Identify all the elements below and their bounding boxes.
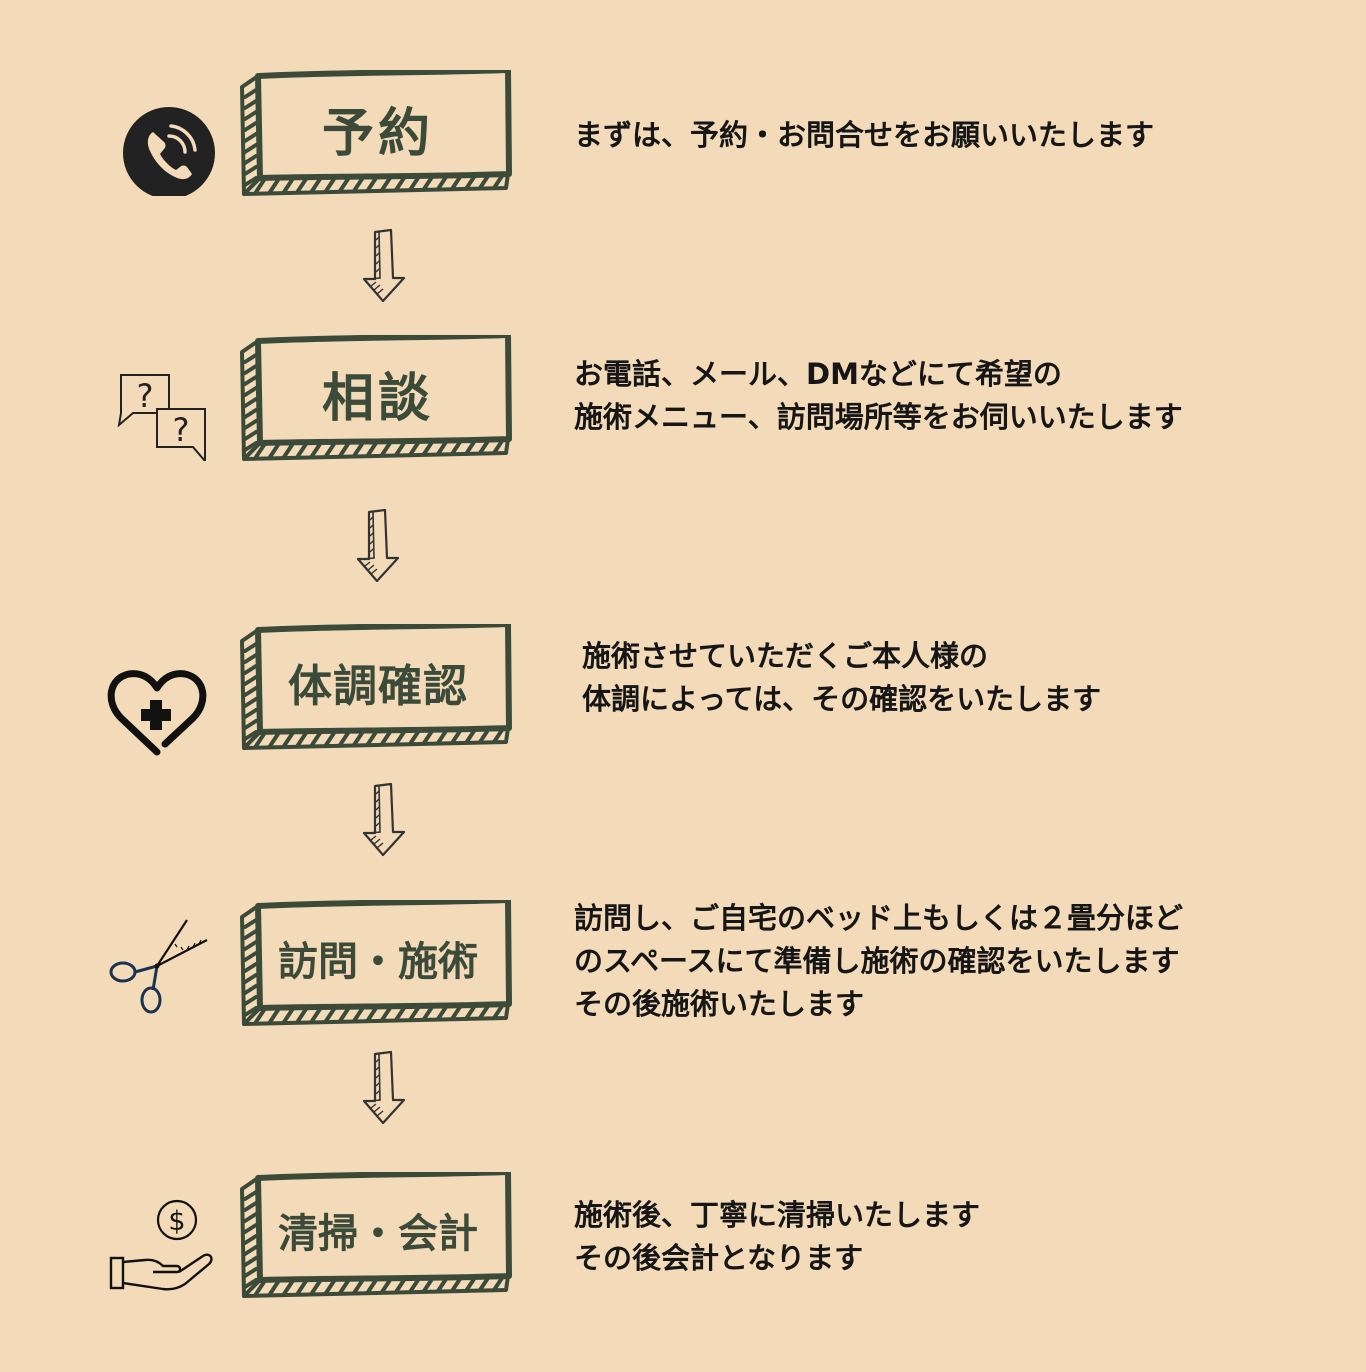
phone-icon (123, 107, 215, 196)
step-title: 相談 (321, 368, 434, 429)
down-arrow-icon (360, 1050, 408, 1126)
step-description: 施術させていただくご本人様の 体調によっては、その確認をいたします (582, 639, 1102, 716)
svg-text:?: ? (137, 377, 154, 415)
scissors-icon (109, 919, 208, 1014)
step-visit-treatment: 訪問・施術 訪問し、ご自宅のベッド上もしくは２畳分ほど のスペースにて準備し施術… (0, 900, 1366, 1040)
step-description: お電話、メール、DMなどにて希望の 施術メニュー、訪問場所等をお伺いいたします (574, 357, 1183, 434)
heart-medical-icon (107, 670, 207, 756)
money-hand-icon: $ (109, 1199, 213, 1291)
down-arrow-icon (360, 782, 408, 858)
step-title: 訪問・施術 (278, 939, 478, 985)
step-description: 施術後、丁寧に清掃いたします その後会計となります (574, 1198, 981, 1275)
down-arrow-icon (360, 228, 408, 304)
step-consultation: ? ? 相談 お電話、メール、DMなどにて希望の 施術メニュー、訪問場所等をお伺… (0, 335, 1366, 475)
step-title: 体調確認 (288, 661, 468, 712)
question-bubbles-icon: ? ? (117, 374, 206, 461)
down-arrow-icon (354, 508, 402, 584)
step-health-check: 体調確認 施術させていただくご本人様の 体調によっては、その確認をいたします (0, 624, 1366, 764)
step-title: 清掃・会計 (278, 1211, 478, 1257)
step-reservation: 予約 まずは、予約・お問合せをお願いいたします (0, 70, 1366, 210)
step-cleaning-payment: $ 清掃・会計 施術後、丁寧に清掃いたします その後会計となります (0, 1172, 1366, 1312)
svg-text:?: ? (173, 411, 190, 449)
step-description: まずは、予約・お問合せをお願いいたします (574, 118, 1155, 152)
svg-text:$: $ (168, 1206, 185, 1237)
step-title: 予約 (321, 103, 434, 164)
step-description: 訪問し、ご自宅のベッド上もしくは２畳分ほど のスペースにて準備し施術の確認をいた… (574, 901, 1184, 1021)
